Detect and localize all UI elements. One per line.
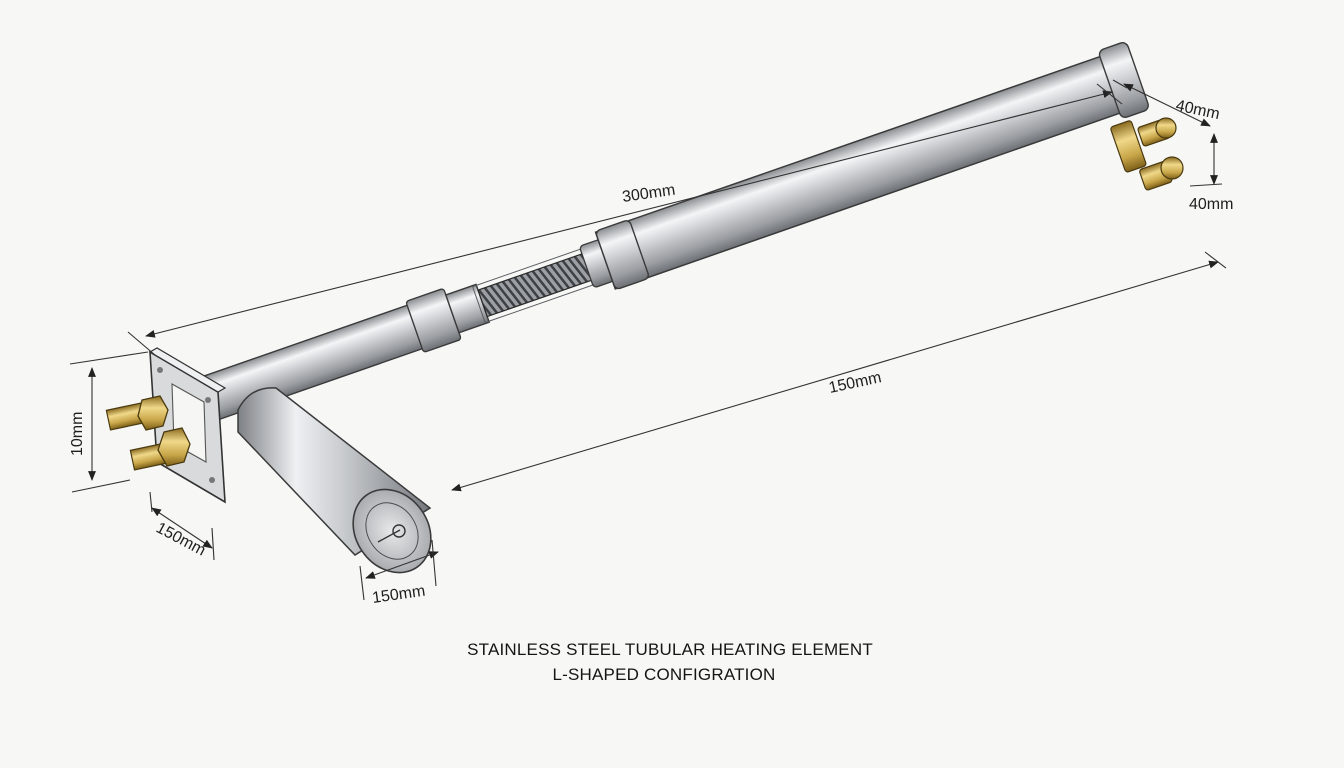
main-tube-right: [594, 54, 1125, 290]
label-terminal-spacing-top: 40mm: [1174, 97, 1221, 123]
tube-assembly: [105, 42, 1184, 574]
left-terminal-stud-upper: [105, 395, 169, 431]
label-overall-length: 300mm: [621, 182, 676, 206]
dim-line-straight: [451, 260, 1219, 492]
dimension-labels: 300mm 150mm 10mm 150mm 150mm 40mm 40mm: [69, 97, 1233, 607]
left-terminal-stud-lower: [129, 427, 191, 471]
label-straight-section: 150mm: [827, 369, 883, 397]
dim-line-flange: [151, 507, 213, 549]
right-terminals: [1110, 117, 1184, 191]
threaded-rod: [477, 252, 594, 318]
label-leg-length: 150mm: [371, 583, 426, 607]
dim-line-terminal-spacing-top: [1123, 83, 1211, 127]
label-terminal-height: 10mm: [69, 412, 86, 456]
l-leg-tube: [237, 387, 432, 574]
caption-title: STAINLESS STEEL TUBULAR HEATING ELEMENT: [467, 640, 873, 659]
dim-line-overall: [145, 90, 1113, 338]
main-tube-left: [196, 42, 1149, 423]
label-flange-width: 150mm: [153, 520, 208, 560]
dim-line-leg: [365, 551, 439, 579]
label-terminal-spacing-side: 40mm: [1189, 196, 1233, 213]
right-terminal-stud-upper: [1137, 117, 1177, 147]
right-terminal-stud-lower: [1139, 156, 1184, 191]
caption-subtitle: L-SHAPED CONFIGRATION: [552, 665, 776, 684]
dimension-lines: [69, 79, 1227, 601]
